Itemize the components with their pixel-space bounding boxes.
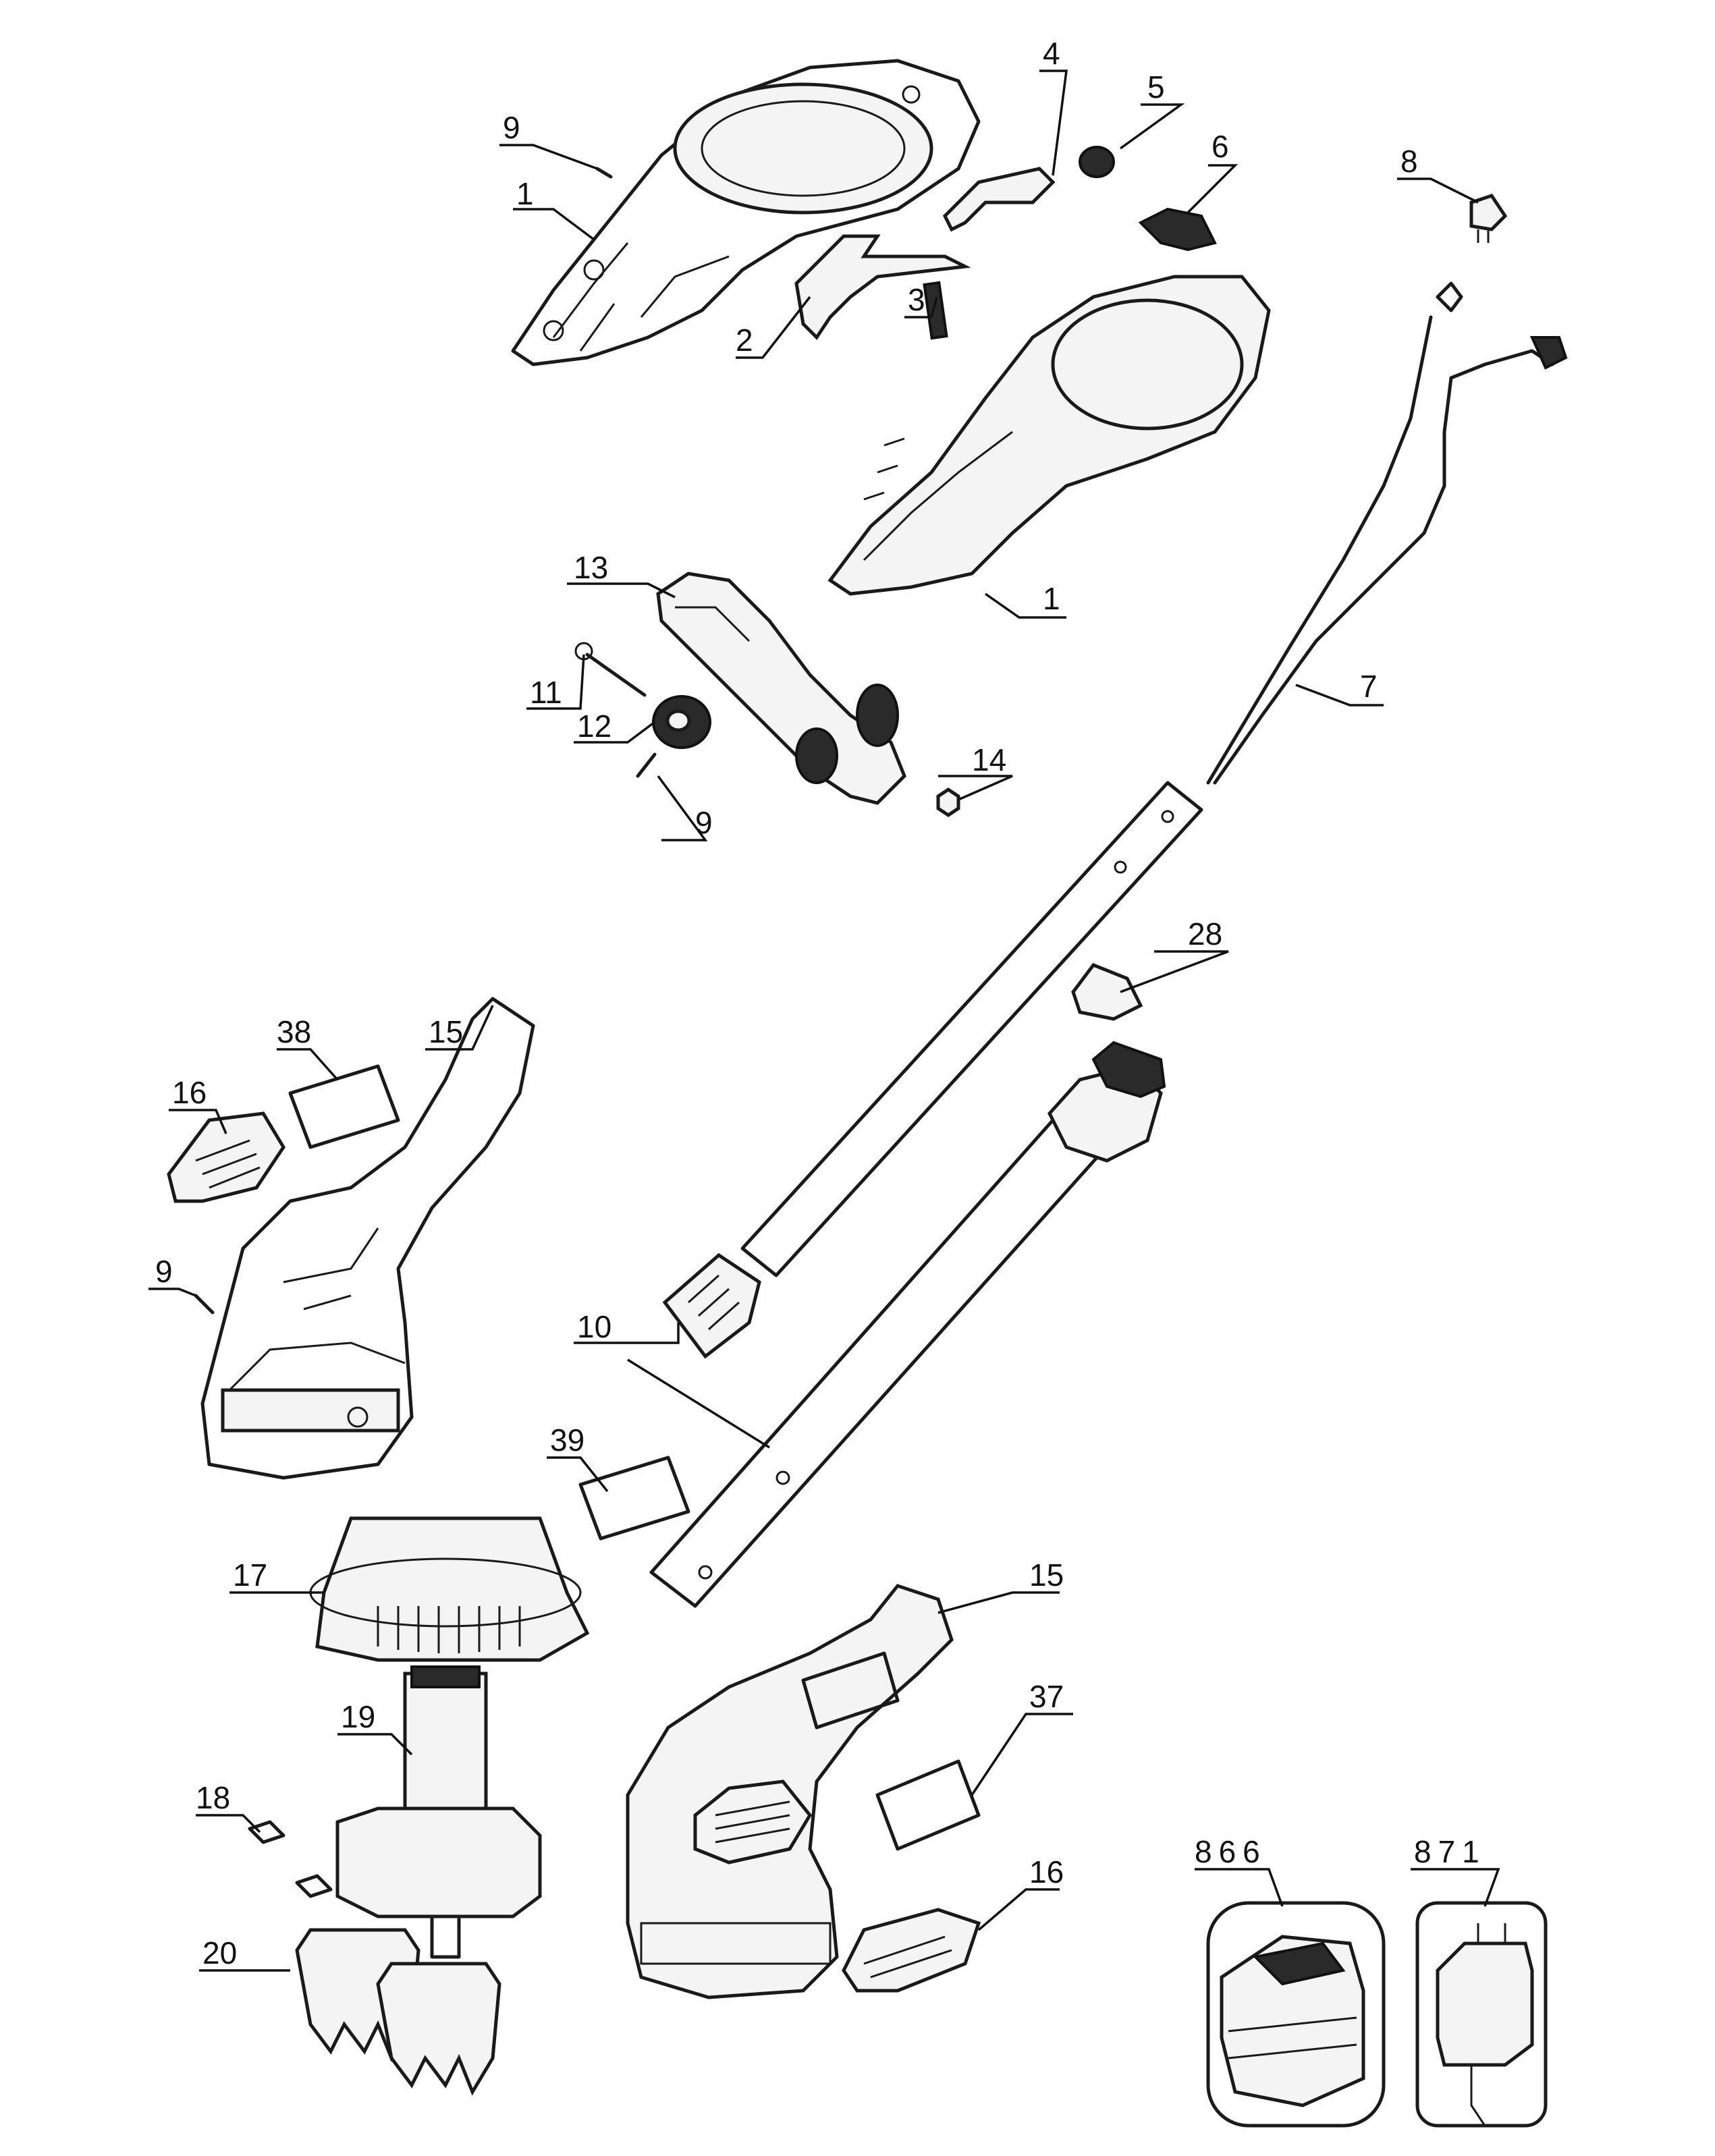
callout-20: 20 (202, 1935, 237, 1970)
callout-14: 14 (972, 742, 1006, 777)
callout-18: 18 (196, 1780, 230, 1815)
screw-motor-housing (194, 1294, 215, 1315)
label-38 (288, 1064, 400, 1149)
upper-tube (662, 781, 1203, 1359)
nut (936, 787, 960, 818)
fan-shroud (309, 1516, 590, 1662)
label-39 (578, 1456, 690, 1541)
handle-half-left (511, 59, 981, 366)
battery-charger (1415, 1901, 1548, 2128)
terminal-connector (1469, 194, 1508, 243)
callout-15-upper: 15 (429, 1014, 463, 1049)
handle-half-right (827, 275, 1271, 596)
trigger-switch-lever (794, 234, 971, 340)
callout-13: 13 (574, 550, 608, 585)
callout-28: 28 (1188, 916, 1222, 951)
callout-11: 11 (530, 675, 562, 710)
callout-3: 3 (908, 282, 925, 317)
callout-15-lower: 15 (1029, 1557, 1064, 1593)
callout-16-upper: 16 (172, 1075, 207, 1110)
screw-top (595, 167, 613, 179)
callout-10: 10 (577, 1309, 611, 1344)
callout-12: 12 (577, 709, 611, 744)
trigger-spring (923, 281, 948, 340)
battery-pack (1206, 1901, 1386, 2128)
cultivator-tines (295, 1928, 501, 2096)
vent-cover-right (842, 1908, 981, 1993)
screw-handle (636, 752, 657, 778)
callout-38: 38 (277, 1014, 311, 1049)
label-37 (875, 1759, 981, 1851)
callout-9-handle: 9 (695, 805, 713, 840)
callout-1-right: 1 (1043, 581, 1060, 616)
callout-16-lower: 16 (1029, 1854, 1064, 1889)
callout-39: 39 (550, 1422, 584, 1458)
motor-housing-half-right (626, 1584, 954, 1999)
callout-19: 19 (341, 1699, 375, 1734)
callout-6: 6 (1212, 129, 1229, 164)
handle-bolt (574, 642, 647, 697)
callout-9-top: 9 (503, 110, 520, 145)
callout-4: 4 (1043, 36, 1060, 71)
callout-871: 871 (1414, 1834, 1486, 1869)
vent-cover-left (167, 1111, 285, 1203)
callout-8: 8 (1400, 144, 1418, 179)
gearbox (335, 1806, 542, 1959)
motor-housing-half-left (200, 997, 535, 1480)
lock-off-spring (1079, 146, 1115, 178)
callout-5: 5 (1147, 70, 1165, 105)
motor (403, 1665, 488, 1837)
callout-2: 2 (736, 323, 753, 358)
callout-9-motor: 9 (155, 1254, 173, 1289)
handle-knob (652, 695, 711, 749)
callout-37: 37 (1029, 1679, 1064, 1714)
callout-labels: 1 1 2 3 4 5 6 7 8 9 9 9 10 11 12 13 14 1… (155, 36, 1486, 1970)
callout-17: 17 (233, 1557, 267, 1593)
callout-7: 7 (1360, 669, 1378, 704)
lock-off-button (942, 167, 1056, 232)
callout-866: 866 (1195, 1834, 1267, 1869)
switch-module (1138, 207, 1217, 252)
auxiliary-handle (656, 572, 906, 805)
wiring-harness (1206, 281, 1568, 785)
leader-lines (148, 70, 1500, 1972)
cord-clip (1071, 962, 1143, 1021)
lower-tube (649, 1041, 1166, 1608)
retaining-clip (248, 1820, 333, 1898)
callout-1-upper: 1 (516, 176, 534, 211)
